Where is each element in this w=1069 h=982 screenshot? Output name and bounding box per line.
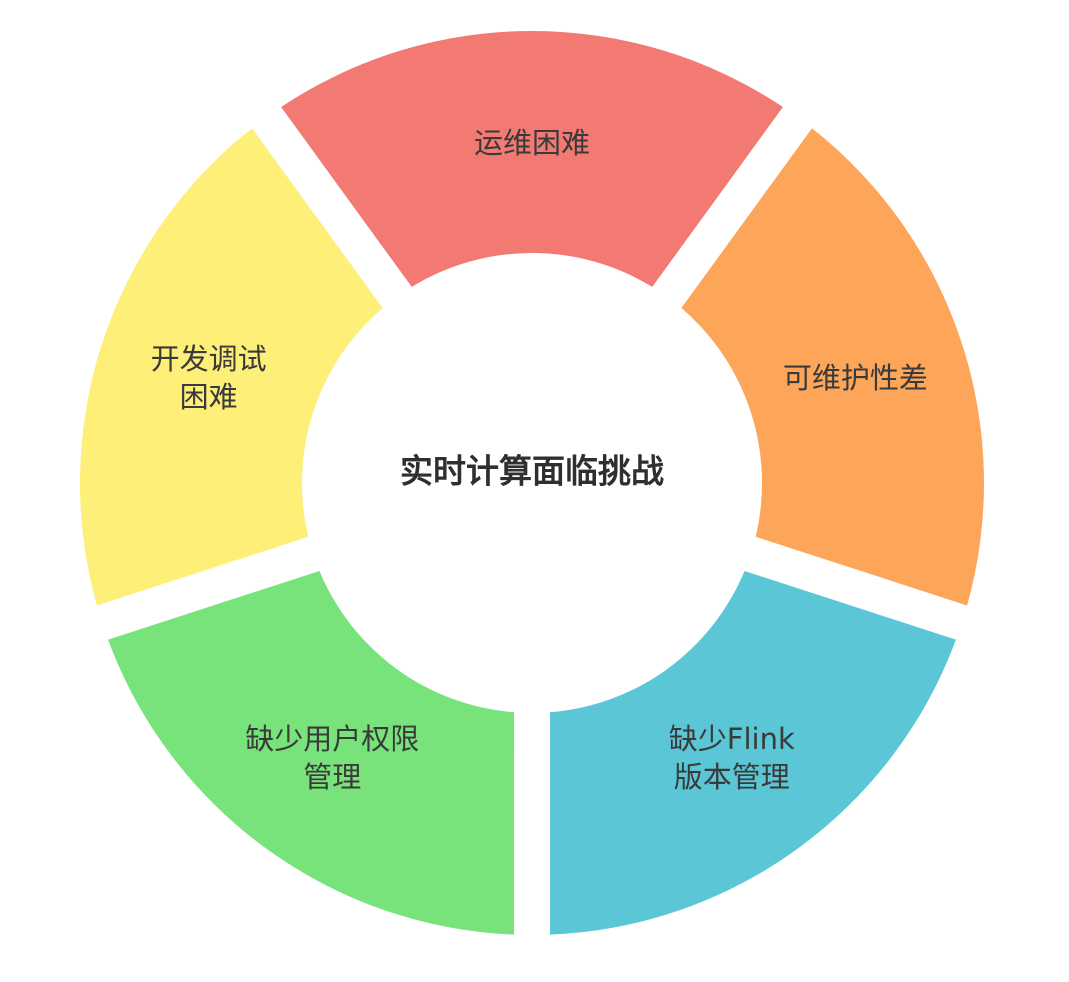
ring-segment-version	[549, 570, 956, 935]
segment-label-debug: 开发调试困难	[151, 342, 267, 414]
segment-label-maintain: 可维护性差	[783, 361, 928, 395]
segment-label-version: 缺少Flink 版本管理	[669, 722, 795, 794]
segment-label-line: 运维困难	[474, 126, 590, 160]
segment-label-line: 管理	[303, 760, 361, 794]
center-title: 实时计算面临挑战	[400, 452, 664, 491]
segment-label-permission: 缺少用户权限管理	[245, 722, 419, 794]
segment-label-line: 开发调试	[151, 342, 267, 376]
segment-label-line: 可维护性差	[783, 361, 928, 395]
ring-segment-maintain	[681, 128, 985, 606]
ring-segment-debug	[79, 128, 383, 606]
segment-label-line: 版本管理	[674, 760, 790, 794]
ring-segments	[79, 31, 985, 935]
ring-segment-ops	[281, 31, 783, 287]
segment-label-line: 缺少用户权限	[245, 722, 419, 756]
segment-label-ops: 运维困难	[474, 126, 590, 160]
segment-label-line: 困难	[180, 380, 238, 414]
segment-label-line: 缺少Flink	[669, 722, 795, 756]
ring-segment-permission	[108, 570, 515, 935]
